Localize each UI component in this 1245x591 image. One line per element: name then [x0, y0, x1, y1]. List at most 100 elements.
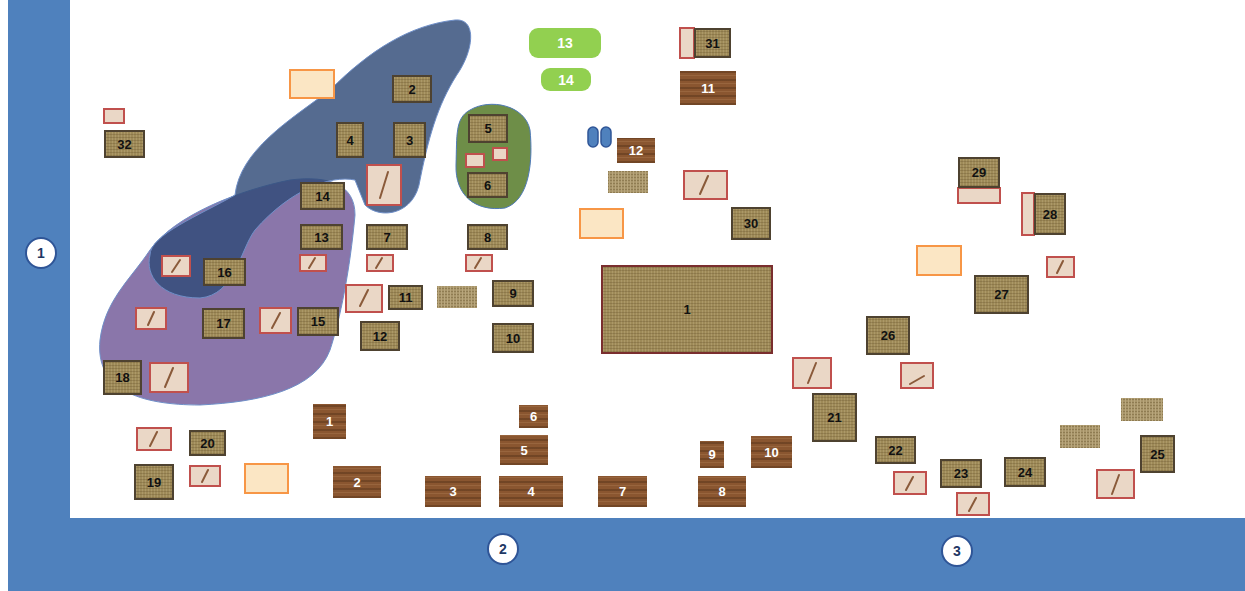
burlap-patch: [437, 171, 1163, 448]
exhibit-stand: 18: [103, 360, 142, 395]
exhibit-stand: 3: [393, 122, 426, 158]
stand-number: 14: [315, 190, 329, 203]
exhibit-stand: 21: [812, 393, 857, 442]
exhibit-stand: 32: [104, 130, 145, 158]
stand-number: 5: [484, 122, 491, 135]
stand-number: 4: [346, 134, 353, 147]
exhibit-stand: 4: [336, 122, 364, 158]
exhibit-stand: 29: [958, 157, 1000, 188]
stand-number: 22: [888, 444, 902, 457]
wooden-stand: 8: [698, 476, 746, 507]
artwork-figure: [148, 172, 1119, 511]
stand-number: 23: [954, 467, 968, 480]
stand-number: 11: [399, 291, 413, 304]
stand-number: 2: [499, 542, 507, 556]
stand-number: 12: [373, 330, 387, 343]
stand-number: 19: [147, 476, 161, 489]
exhibit-stand: 31: [694, 28, 731, 58]
stand-number: 21: [827, 411, 841, 424]
cylinder-symbol: [588, 127, 611, 147]
wooden-stand: 3: [425, 476, 481, 507]
wall-band: [8, 0, 70, 520]
wooden-stand: 6: [519, 405, 548, 428]
exhibit-stand: 27: [974, 275, 1029, 314]
stand-number: 16: [217, 266, 231, 279]
wooden-stand: 1: [313, 404, 346, 439]
exhibit-stand: 23: [940, 459, 982, 488]
exhibit-stand: 17: [202, 308, 245, 339]
exhibit-stand: 10: [492, 323, 534, 353]
stand-number: 29: [972, 166, 986, 179]
wooden-stand: 7: [598, 476, 647, 507]
stand-number: 11: [701, 82, 715, 95]
stand-number: 15: [311, 315, 325, 328]
wooden-stand: 5: [500, 435, 548, 465]
exhibit-stand: 22: [875, 436, 916, 464]
stand-number: 31: [705, 37, 719, 50]
stand-number: 10: [506, 332, 520, 345]
exhibit-stand: 16: [203, 258, 246, 286]
exhibit-stand: 14: [300, 182, 345, 210]
zone-region: [456, 104, 531, 208]
stand-number: 4: [527, 485, 534, 498]
stand-number: 14: [558, 73, 574, 87]
wooden-stand: 12: [617, 138, 655, 163]
entrance-number: 1: [25, 237, 57, 269]
stand-number: 24: [1018, 466, 1032, 479]
exhibit-stand: 24: [1004, 457, 1046, 487]
wooden-stand: 10: [751, 436, 792, 468]
stand-number: 13: [557, 36, 573, 50]
exhibit-stand: 11: [388, 285, 423, 310]
exhibit-stand: 12: [360, 321, 400, 351]
stand-number: 8: [484, 231, 491, 244]
stand-number: 6: [484, 179, 491, 192]
stand-number: 5: [520, 444, 527, 457]
exhibit-stand: 15: [297, 307, 339, 336]
wooden-stand: 4: [499, 476, 563, 507]
entrance-number: 2: [487, 533, 519, 565]
exhibit-stand: 30: [731, 207, 771, 240]
exhibit-stand: 25: [1140, 435, 1175, 473]
main-stand: 1: [601, 265, 773, 354]
exhibit-stand: 7: [366, 224, 408, 250]
stand-number: 6: [530, 410, 537, 423]
wall-band: [8, 518, 1245, 591]
exhibit-stand: 13: [300, 224, 343, 250]
stand-number: 9: [708, 448, 715, 461]
stand-number: 13: [314, 231, 328, 244]
stand-number: 20: [200, 437, 214, 450]
zone-label: 14: [541, 68, 591, 91]
stand-number: 17: [216, 317, 230, 330]
stand-number: 3: [953, 544, 961, 558]
wooden-stand: 9: [700, 441, 724, 468]
stand-number: 27: [994, 288, 1008, 301]
stand-number: 7: [383, 231, 390, 244]
stand-number: 18: [115, 371, 129, 384]
exhibit-stand: 6: [467, 172, 508, 198]
stand-number: 28: [1043, 208, 1057, 221]
stand-number: 3: [449, 485, 456, 498]
exhibit-stand: 26: [866, 316, 910, 355]
stand-number: 10: [764, 446, 778, 459]
exhibit-stand: 8: [467, 224, 508, 250]
zone-region: [149, 20, 471, 298]
stand-number: 2: [353, 476, 360, 489]
stand-number: 30: [744, 217, 758, 230]
stand-number: 8: [718, 485, 725, 498]
artwork-frame: [104, 28, 1134, 515]
stand-number: 2: [408, 83, 415, 96]
stand-number: 32: [117, 138, 131, 151]
stand-number: 1: [326, 415, 333, 428]
panel-frame: [245, 70, 961, 493]
stand-number: 7: [619, 485, 626, 498]
wooden-stand: 2: [333, 466, 381, 498]
entrance-number: 3: [941, 535, 973, 567]
exhibit-stand: 19: [134, 464, 174, 500]
exhibit-stand: 2: [392, 75, 432, 103]
exhibit-stand: 9: [492, 280, 534, 307]
wooden-stand: 11: [680, 71, 736, 105]
exhibit-stand: 20: [189, 430, 226, 456]
zone-label: 13: [529, 28, 601, 58]
stand-number: 25: [1150, 448, 1164, 461]
